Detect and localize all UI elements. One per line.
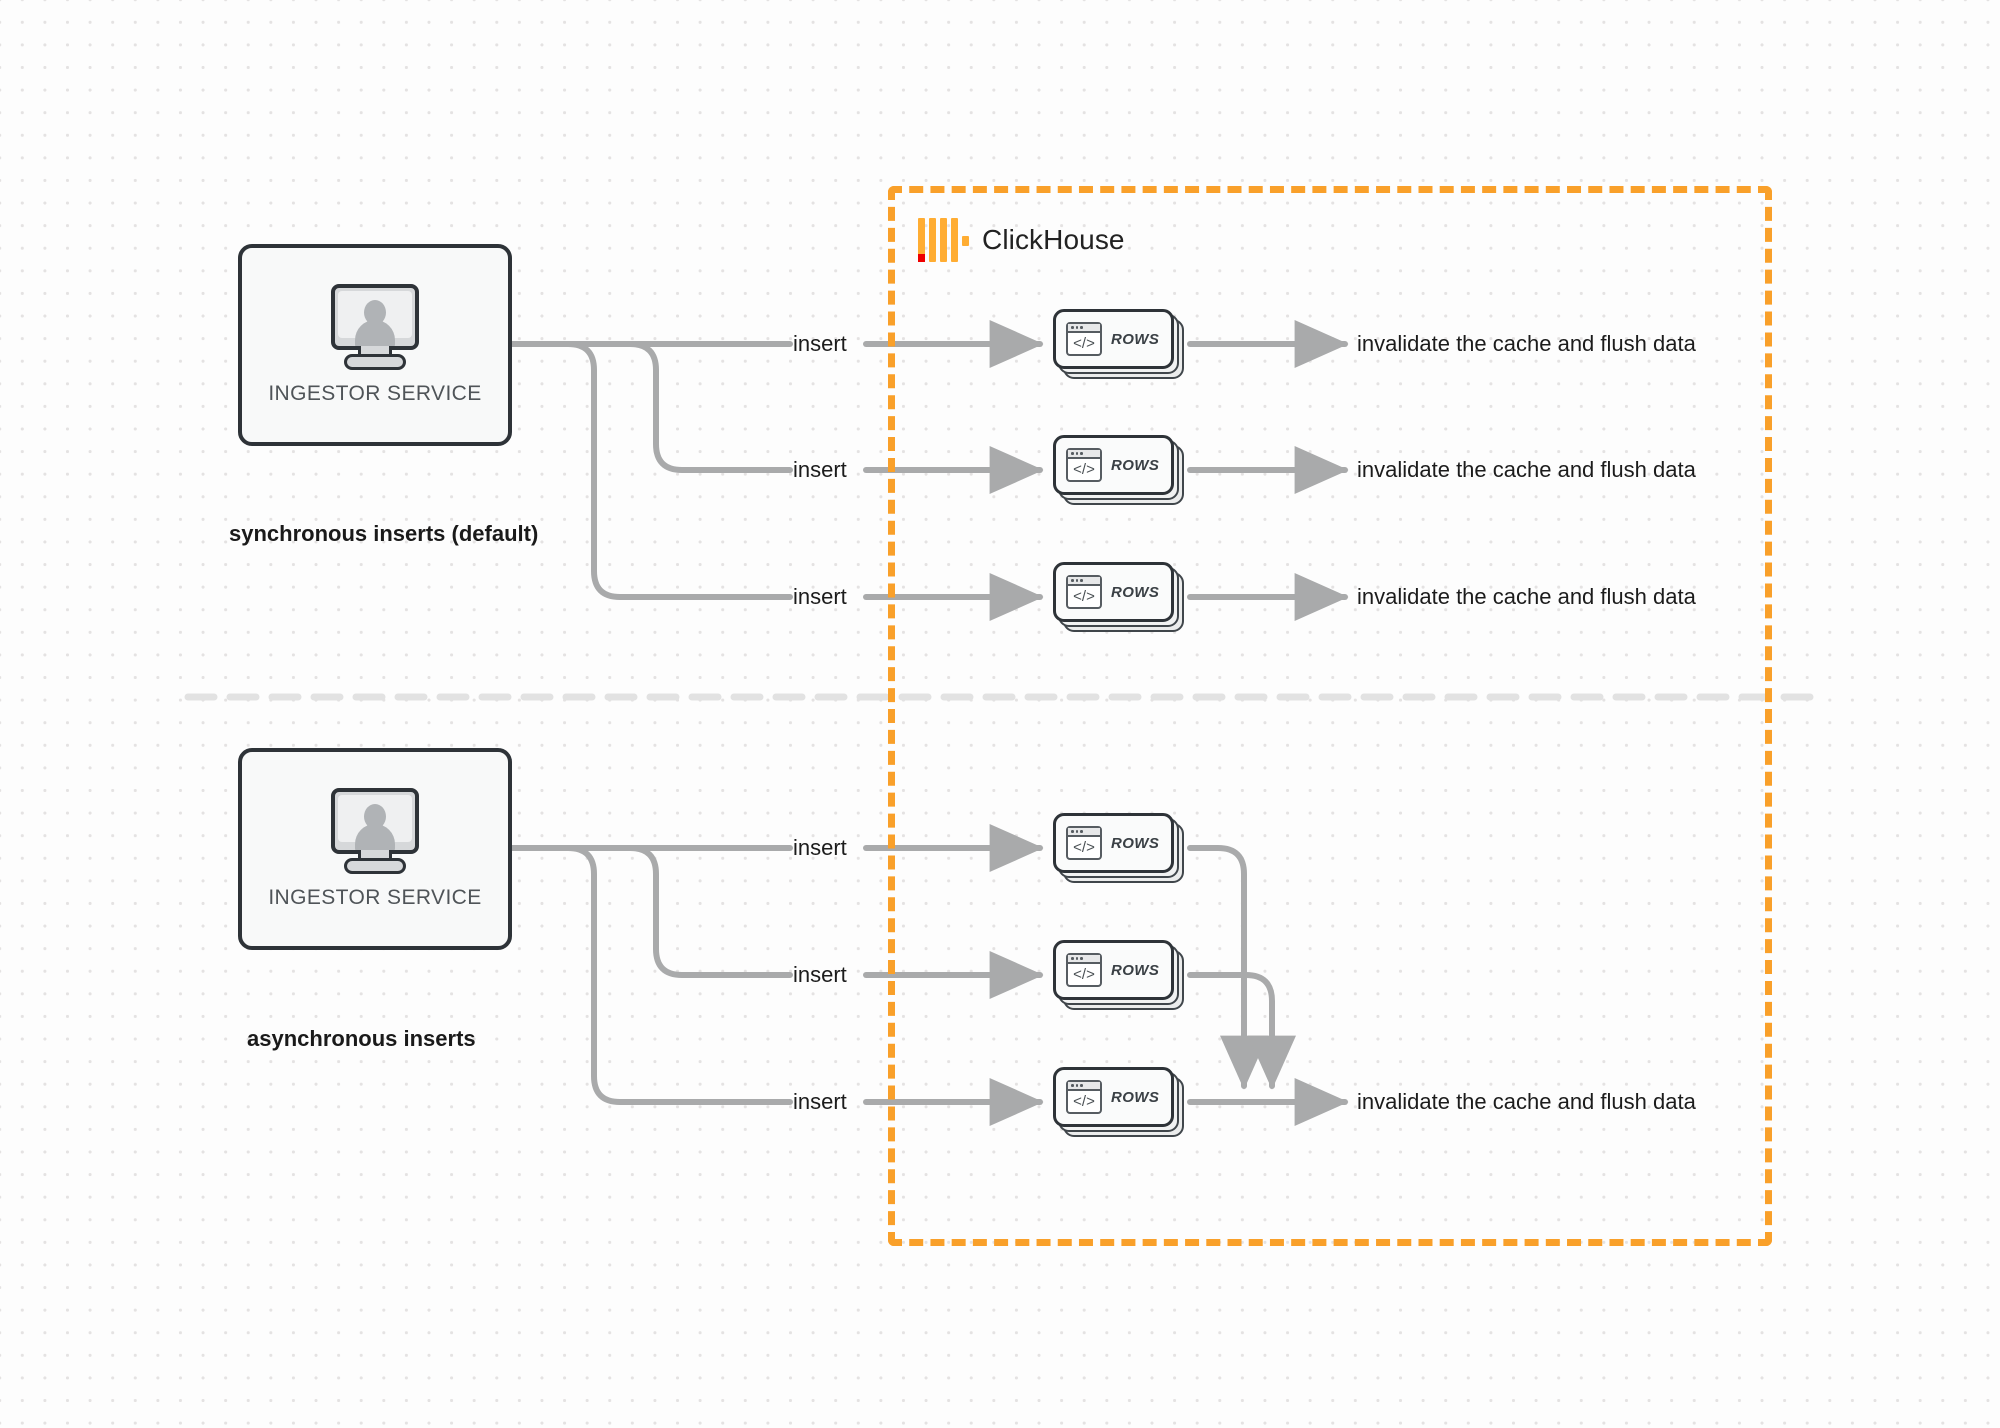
rows-card[interactable]: </> ROWS xyxy=(1053,309,1184,379)
rows-card[interactable]: </> ROWS xyxy=(1053,435,1184,505)
code-window-icon: </> xyxy=(1066,322,1102,356)
monitor-user-icon xyxy=(327,788,423,874)
insert-label: insert xyxy=(793,584,847,609)
sync-fanout-row3 xyxy=(509,341,793,600)
code-window-icon: </> xyxy=(1066,953,1102,987)
rows-card[interactable]: </> ROWS xyxy=(1053,1067,1184,1137)
outcome-label: invalidate the cache and flush data xyxy=(1357,457,1696,482)
sync-fanout-row2 xyxy=(509,341,793,473)
rows-card-label: ROWS xyxy=(1111,961,1160,979)
insert-label: insert xyxy=(793,331,847,356)
clickhouse-logo-icon xyxy=(918,218,969,262)
code-window-icon: </> xyxy=(1066,448,1102,482)
insert-label: insert xyxy=(793,835,847,860)
ingestor-service-label: INGESTOR SERVICE xyxy=(268,382,482,405)
ingestor-service-sync[interactable]: INGESTOR SERVICE xyxy=(238,244,512,446)
rows-card[interactable]: </> ROWS xyxy=(1053,940,1184,1010)
outcome-label: invalidate the cache and flush data xyxy=(1357,331,1696,356)
rows-card-label: ROWS xyxy=(1111,456,1160,474)
rows-card-label: ROWS xyxy=(1111,330,1160,348)
code-window-icon: </> xyxy=(1066,1080,1102,1114)
rows-card[interactable]: </> ROWS xyxy=(1053,562,1184,632)
code-window-icon: </> xyxy=(1066,826,1102,860)
insert-label: insert xyxy=(793,457,847,482)
rows-card-label: ROWS xyxy=(1111,834,1160,852)
insert-label: insert xyxy=(793,962,847,987)
clickhouse-region xyxy=(888,186,1772,1246)
rows-card-label: ROWS xyxy=(1111,1088,1160,1106)
ingestor-service-label: INGESTOR SERVICE xyxy=(268,886,482,909)
section-caption-asynchronous: asynchronous inserts xyxy=(247,1026,476,1051)
async-fanout-row3 xyxy=(509,845,793,1105)
async-fanout-row2 xyxy=(509,845,793,978)
insert-label: insert xyxy=(793,1089,847,1114)
code-window-icon: </> xyxy=(1066,575,1102,609)
rows-card[interactable]: </> ROWS xyxy=(1053,813,1184,883)
shared-outcome-label: invalidate the cache and flush data xyxy=(1357,1089,1696,1114)
section-caption-synchronous: synchronous inserts (default) xyxy=(229,521,539,546)
rows-card-label: ROWS xyxy=(1111,583,1160,601)
outcome-label: invalidate the cache and flush data xyxy=(1357,584,1696,609)
ingestor-service-async[interactable]: INGESTOR SERVICE xyxy=(238,748,512,950)
monitor-user-icon xyxy=(327,284,423,370)
clickhouse-brand-name: ClickHouse xyxy=(982,224,1125,255)
clickhouse-brand: ClickHouse xyxy=(918,218,1125,262)
